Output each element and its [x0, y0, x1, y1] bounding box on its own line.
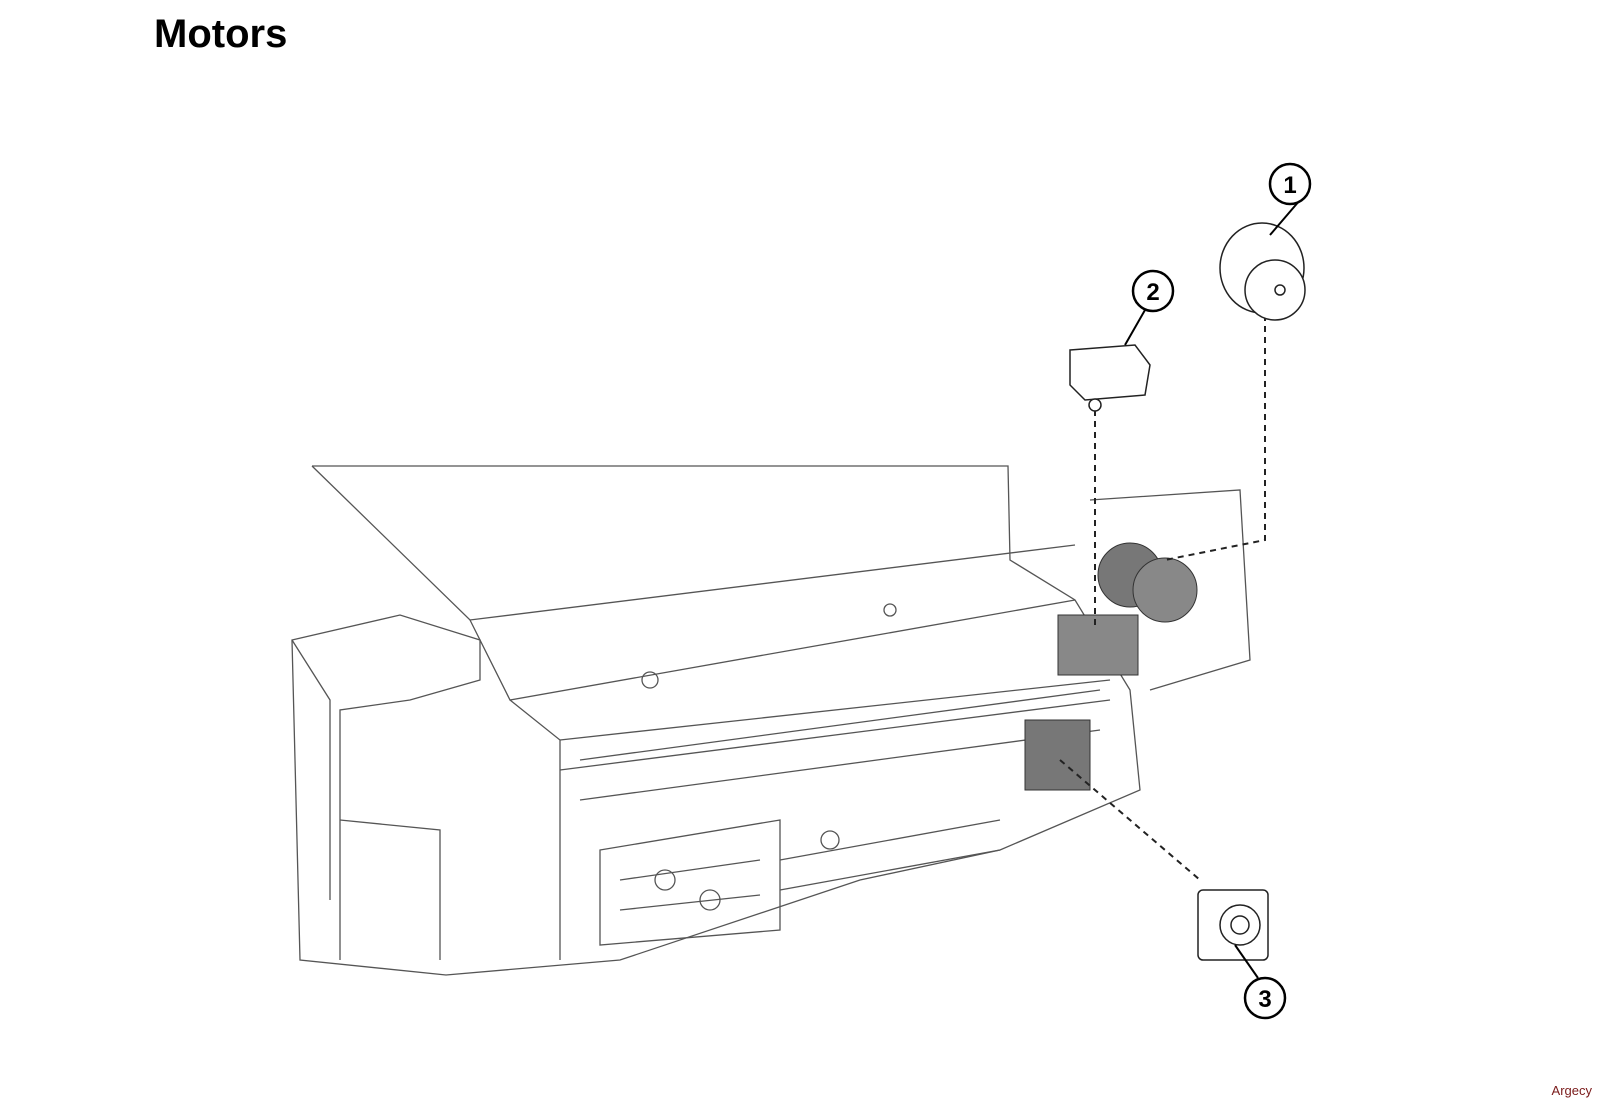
motor-3-drawing: [1197, 889, 1269, 961]
leader-lines: [1059, 315, 1266, 881]
callout-1: 1: [1268, 162, 1312, 236]
printer-assembly: [291, 465, 1251, 976]
callout-number: 2: [1146, 279, 1159, 306]
installed-motors: [1024, 542, 1198, 791]
watermark: Argecy: [1551, 1083, 1592, 1098]
exploded-parts: [1069, 222, 1306, 961]
callout-number: 1: [1283, 172, 1296, 199]
motor-2-drawing: [1069, 344, 1151, 412]
page-title: Motors: [154, 12, 288, 56]
callout-3: 3: [1234, 944, 1287, 1020]
motor-1-drawing: [1219, 222, 1306, 321]
callout-2: 2: [1124, 269, 1175, 346]
callout-number: 3: [1258, 986, 1271, 1013]
